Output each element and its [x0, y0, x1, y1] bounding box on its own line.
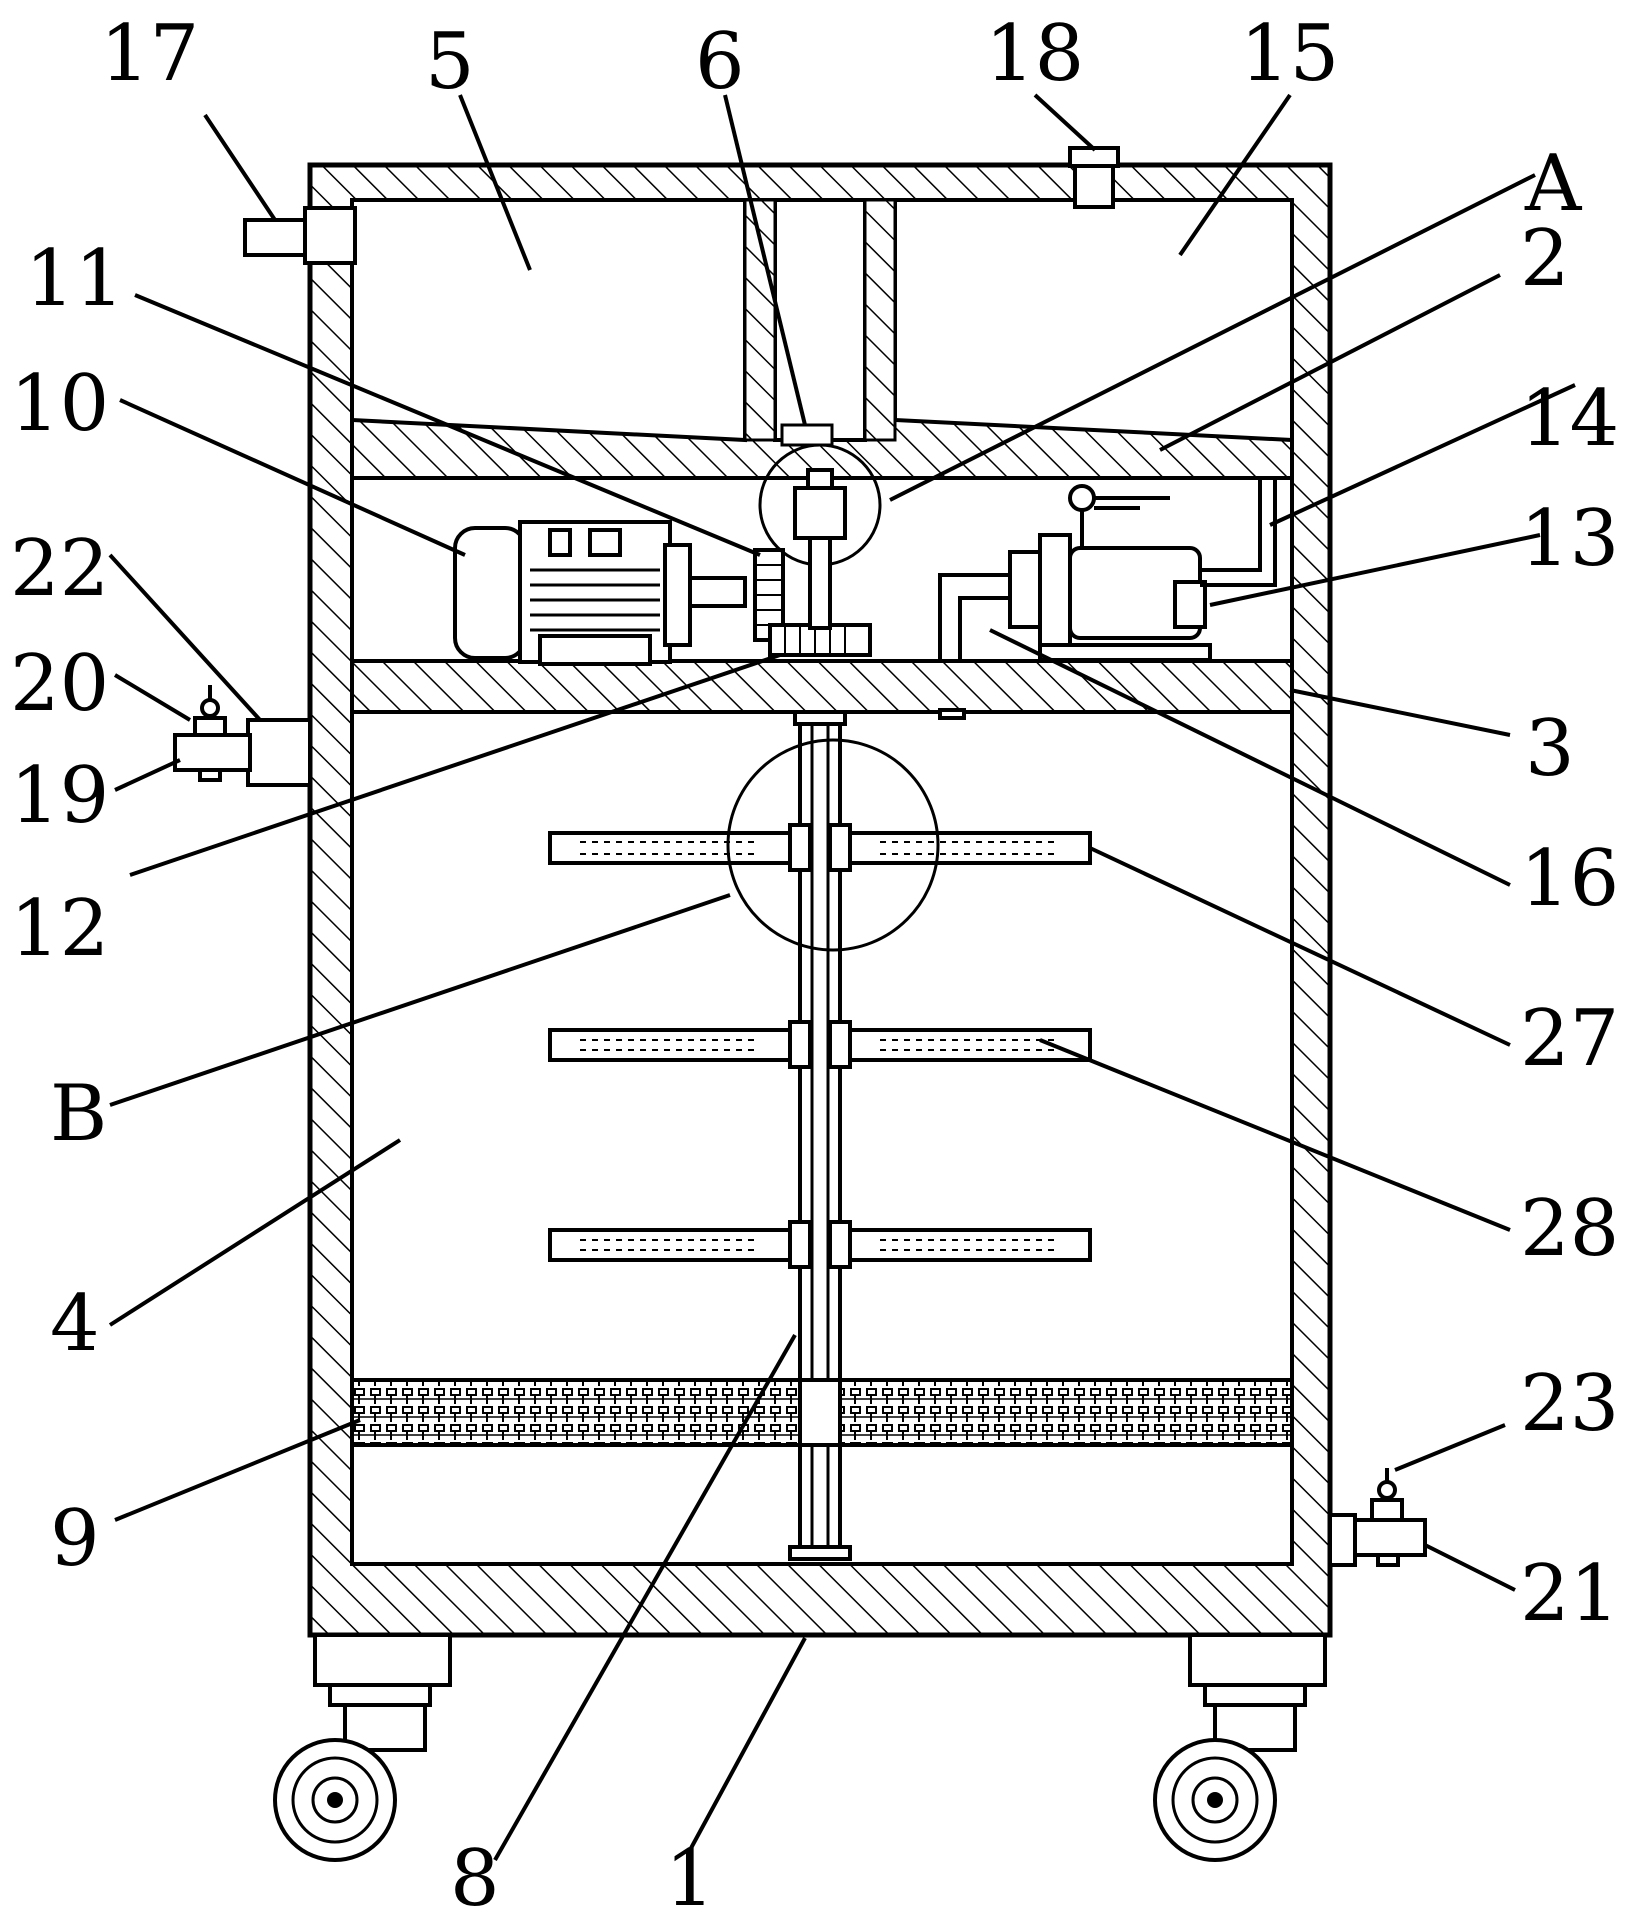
label-B: B [50, 1069, 107, 1159]
label-10: 10 [10, 359, 109, 449]
label-15: 15 [1240, 9, 1339, 99]
stirring-blade-row-1 [548, 823, 1092, 872]
label-20: 20 [10, 639, 109, 729]
label-A: A [1524, 139, 1583, 229]
label-11: 11 [25, 234, 124, 324]
labels: 17 5 6 18 15 A 2 11 10 14 13 22 20 3 19 … [10, 9, 1619, 1921]
pump-13 [1008, 484, 1212, 662]
label-17: 17 [100, 9, 199, 99]
label-22: 22 [10, 524, 109, 614]
label-12: 12 [10, 884, 109, 974]
valve-right [1328, 1468, 1427, 1567]
caster-left [273, 1633, 452, 1862]
label-28: 28 [1520, 1184, 1619, 1274]
storage-tank-5 [350, 198, 747, 443]
stirring-blade-row-3 [548, 1220, 1092, 1269]
detail-circle-b [726, 738, 940, 952]
label-2: 2 [1520, 214, 1570, 304]
label-13: 13 [1520, 494, 1619, 584]
label-4: 4 [50, 1279, 100, 1369]
storage-tank-15 [893, 198, 1294, 443]
pipe-16 [938, 573, 1010, 661]
label-21: 21 [1520, 1549, 1619, 1639]
label-5: 5 [425, 17, 475, 107]
inlet-18 [1068, 146, 1120, 209]
label-18: 18 [985, 9, 1084, 99]
label-19: 19 [10, 751, 109, 841]
label-16: 16 [1520, 834, 1619, 924]
label-3: 3 [1525, 704, 1575, 794]
label-6: 6 [695, 17, 745, 107]
caster-right [1153, 1633, 1327, 1862]
center-column-6 [773, 198, 867, 447]
label-27: 27 [1520, 994, 1619, 1084]
label-14: 14 [1520, 374, 1619, 464]
leader-lines [108, 93, 1576, 1861]
filter-screen-9 [350, 1378, 1294, 1447]
middle-partition-plate [350, 659, 1294, 714]
inlet-pipe-17 [243, 206, 357, 265]
motor-10 [453, 520, 747, 666]
blade-holes-28 [580, 841, 1060, 1251]
label-1: 1 [665, 1834, 715, 1921]
valve-left [173, 685, 312, 787]
coupling-a [758, 443, 882, 630]
label-23: 23 [1520, 1359, 1619, 1449]
label-9: 9 [50, 1494, 100, 1584]
label-8: 8 [450, 1834, 500, 1921]
pipe-14 [1200, 480, 1277, 587]
